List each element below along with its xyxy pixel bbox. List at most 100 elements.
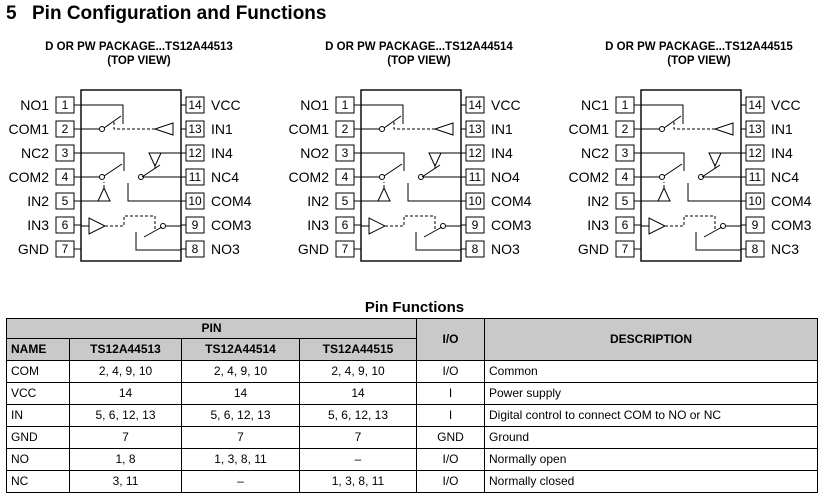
pin-label: VCC: [211, 97, 241, 113]
pin-label: NO2: [300, 145, 329, 161]
switch-trace: [641, 104, 684, 124]
switch-contact: [379, 174, 385, 180]
pin-number: 1: [62, 98, 69, 112]
package-diagram-ts12a44515: D OR PW PACKAGE...TS12A44515 (TOP VIEW) …: [563, 40, 829, 265]
driver-triangle: [433, 122, 454, 136]
cell-io: I/O: [416, 448, 485, 471]
header-ts12a44515: TS12A44515: [299, 338, 417, 361]
pin-label: NO3: [211, 241, 240, 257]
switch-contact: [659, 126, 665, 132]
cell-pins: 5, 6, 12, 13: [181, 404, 300, 427]
cell-pins: 7: [181, 426, 300, 449]
pin-number: 12: [468, 146, 482, 160]
pin-label: COM4: [491, 193, 532, 209]
pin-number: 13: [188, 122, 202, 136]
switch-blade: [663, 163, 683, 177]
pin-label: COM4: [771, 193, 812, 209]
package-diagram-ts12a44514: D OR PW PACKAGE...TS12A44514 (TOP VIEW) …: [283, 40, 555, 265]
switch-trace: [641, 152, 685, 171]
pin-label: IN3: [27, 217, 49, 233]
cell-pins: 2, 4, 9, 10: [299, 360, 417, 383]
pin-label: IN2: [587, 193, 609, 209]
switch-contact: [99, 174, 105, 180]
pin-number: 7: [622, 242, 629, 256]
switch-trace: [687, 183, 741, 202]
switch-contact: [418, 174, 424, 180]
cell-name: NO: [6, 448, 70, 471]
pin-label: NO1: [20, 97, 49, 113]
cell-io: I: [416, 382, 485, 405]
cell-name: NC: [6, 470, 70, 493]
cell-pins: 14: [299, 382, 417, 405]
pin-number: 12: [188, 146, 202, 160]
control-line: [385, 215, 436, 230]
cell-io: I/O: [416, 470, 485, 493]
cell-pins: 1, 3, 8, 11: [299, 470, 417, 493]
switch-trace: [81, 152, 125, 171]
cell-pins: 2, 4, 9, 10: [181, 360, 300, 383]
pin-number: 1: [342, 98, 349, 112]
cell-pins: 1, 8: [69, 448, 182, 471]
pin-label: VCC: [491, 97, 521, 113]
table-row: NC 3, 11 – 1, 3, 8, 11 I/O Normally clos…: [6, 470, 818, 493]
pin-number: 14: [468, 98, 482, 112]
driver-triangle: [713, 122, 734, 136]
package-view: (TOP VIEW): [667, 55, 731, 67]
switch-blade: [383, 163, 403, 177]
header-ts12a44513: TS12A44513: [69, 338, 182, 361]
pin-number: 6: [622, 218, 629, 232]
pin-label: GND: [18, 241, 49, 257]
pin-label: IN4: [771, 145, 793, 161]
switch-trace: [81, 104, 124, 124]
switch-blade: [703, 226, 723, 238]
pin-label: IN1: [491, 121, 513, 137]
pin-label: IN2: [27, 193, 49, 209]
pin-number: 11: [749, 170, 762, 184]
pin-number: 6: [62, 218, 69, 232]
pin-number: 3: [342, 146, 349, 160]
package-name: D OR PW PACKAGE...TS12A44513: [45, 41, 233, 53]
pin-label: IN1: [211, 121, 233, 137]
switch-blade: [383, 115, 402, 129]
pin-label: NO3: [491, 241, 520, 257]
pin-number: 11: [189, 170, 202, 184]
pin-number: 1: [622, 98, 629, 112]
pin-label: NO4: [491, 169, 520, 185]
pin-label: IN1: [771, 121, 793, 137]
header-name: NAME: [6, 338, 70, 361]
switch-trace: [361, 152, 405, 171]
pin-number: 9: [192, 218, 199, 232]
package-title: D OR PW PACKAGE...TS12A44515 (TOP VIEW): [563, 40, 829, 68]
control-line: [105, 215, 156, 230]
pin-number: 5: [342, 194, 349, 208]
switch-blade: [421, 164, 441, 178]
pin-number: 10: [188, 194, 202, 208]
control-line: [665, 215, 716, 230]
table-row: COM 2, 4, 9, 10 2, 4, 9, 10 2, 4, 9, 10 …: [6, 360, 818, 383]
pin-number: 14: [748, 98, 762, 112]
cell-description: Power supply: [484, 382, 818, 405]
cell-pins: 1, 3, 8, 11: [181, 448, 300, 471]
cell-pins: 5, 6, 12, 13: [299, 404, 417, 427]
switch-blade: [141, 164, 161, 178]
pin-number: 9: [472, 218, 479, 232]
pin-label: COM1: [9, 121, 50, 137]
pin-number: 7: [342, 242, 349, 256]
cell-pins: 14: [69, 382, 182, 405]
pin-number: 3: [62, 146, 69, 160]
control-line: [393, 120, 435, 130]
pin-label: NC3: [771, 241, 799, 257]
section-title: Pin Configuration and Functions: [32, 3, 327, 24]
switch-trace: [695, 232, 741, 251]
cell-description: Digital control to connect COM to NO or …: [484, 404, 818, 427]
switch-contact: [698, 174, 704, 180]
cell-description: Normally closed: [484, 470, 818, 493]
pin-number: 2: [342, 122, 349, 136]
pin-label: NC2: [581, 145, 609, 161]
switch-blade: [663, 115, 682, 129]
switch-contact: [138, 174, 144, 180]
switch-trace: [415, 232, 461, 251]
header-pin: PIN: [6, 318, 417, 339]
